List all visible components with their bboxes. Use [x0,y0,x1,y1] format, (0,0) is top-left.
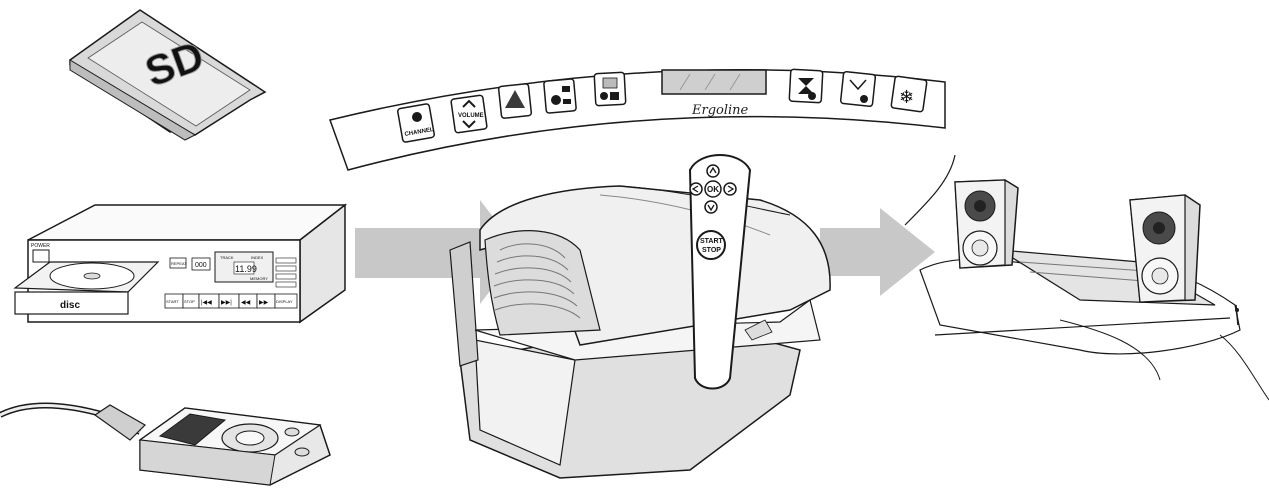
sd-card: SD [69,9,267,141]
remote-left-button[interactable] [689,182,703,196]
mp3-screen [158,413,227,446]
cd-display-index: INDEX [251,255,264,260]
arrow-left-to-bed [355,200,520,304]
volume-up-icon [462,99,476,108]
panel-button-channel[interactable]: CHANNEL [397,103,435,143]
info-icon [412,112,422,122]
cd-btn-start-label: START [166,299,179,304]
panel-label-volume: VOLUME [458,113,484,119]
panel-button-fan-bottom[interactable] [839,70,877,108]
remote-control: OK START STOP [688,154,752,390]
volume-down-icon [462,120,476,129]
cd-player: POWER disc REPEAT 000 TRACK INDEX 11.99 … [13,203,348,324]
right-speaker [1129,194,1201,303]
cd-btn-display[interactable] [274,293,298,309]
mp3-player [0,402,331,486]
mp3-button[interactable] [294,447,310,457]
left-speaker [954,179,1019,269]
cd-btn-stop-label: STOP [184,299,195,304]
svg-text:000: 000 [195,262,207,269]
body-cooling-icon [551,95,561,105]
remote-down-button[interactable] [704,200,718,214]
panel-display: Ergoline [661,69,767,118]
cd-btn-next-label: ▶▶| [221,300,232,306]
panel-button-cooling[interactable] [543,78,577,114]
cd-btn-rew-label: ◀◀ [241,300,251,306]
bed-uv-tubes [493,243,581,319]
cd-power-label: POWER [31,243,50,249]
remote-ok-button[interactable] [704,180,722,198]
facial-tanner-icon [505,90,525,108]
arrow-bed-to-speakers [820,208,935,296]
cd-brand: disc [60,300,80,311]
cd-display-track: TRACK [220,255,234,260]
panel-brand: Ergoline [691,103,749,118]
remote-body [688,154,752,390]
fan-bottom-icon [849,79,867,91]
panel-button-volume[interactable]: VOLUME [450,94,488,134]
aircondition-snowflake-icon: ❄ [899,87,914,107]
cd-btn-display-label: DISPLAY [276,299,293,304]
panel-button-fan-top[interactable] [788,68,824,104]
fan-top-icon [798,78,814,94]
cd-power-button[interactable] [32,249,50,263]
cd-repeat-label: REPEAT [171,261,187,266]
cd-btn-ff-label: ▶▶ [259,300,269,306]
tanning-bed [449,185,831,479]
cd-repeat-button[interactable] [169,257,187,269]
panel-label-channel: CHANNEL [404,127,434,138]
remote-stop-label: STOP [702,247,721,254]
cd-display-value: 11.99 [235,264,257,274]
remote-right-button[interactable] [723,182,737,196]
shoulder-tanner-icon [602,77,618,89]
panel-button-facial[interactable] [497,83,533,119]
mp3-button[interactable] [284,427,300,437]
cd-display-memory: MEMORY [250,276,268,281]
remote-start-label: START [700,238,724,245]
cd-controls: START STOP |◀◀ ▶▶| ◀◀ ▶▶ DISPLAY [164,293,298,309]
panel-button-shoulder[interactable] [593,71,627,107]
cd-btn-prev-label: |◀◀ [201,300,212,306]
speaker-scene [904,154,1269,401]
remote-up-button[interactable] [706,164,720,178]
remote-start-stop-button[interactable] [696,230,726,260]
remote-ok-label: OK [707,185,719,194]
panel-button-aircon[interactable]: ❄ [890,75,928,113]
bed-post [449,241,479,367]
